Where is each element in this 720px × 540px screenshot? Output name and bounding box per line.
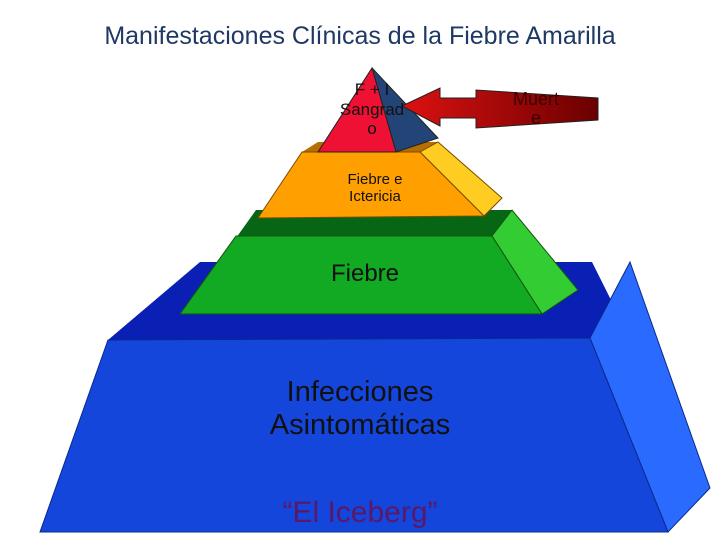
tier-fever-front (179, 235, 543, 315)
tier-apex-label-line-1: F + I (354, 80, 390, 99)
tier-fever-jaundice-label-line-1: Fiebre e (347, 171, 403, 188)
tier-asymptomatic-label-line-1: Infecciones (286, 376, 434, 408)
tier-fever-label-line-1: Fiebre (330, 260, 400, 287)
death-arrow-label-line-2: e (530, 107, 541, 128)
tier-apex-label-line-3: o (367, 119, 377, 139)
tier-asymptomatic-label-line-2: Asintomáticas (269, 409, 451, 442)
tier-fever-jaundice-label: Fiebre e Ictericia (320, 171, 430, 206)
death-arrow (400, 87, 599, 129)
tier-fever-jaundice-label-line-2: Ictericia (349, 188, 401, 206)
tier-apex (317, 66, 439, 153)
tier-apex-label-line-2: Sangrad (339, 99, 405, 119)
tier-apex-label: F + I Sangrad o (330, 80, 414, 139)
death-arrow-shape (400, 87, 599, 129)
tier-fever-label: Fiebre (290, 260, 440, 288)
iceberg-caption: “El Iceberg” (282, 496, 438, 529)
tier-asymptomatic-front (39, 337, 669, 533)
death-arrow-label: Muert e (496, 90, 576, 128)
tier-apex-front (317, 66, 397, 153)
page-title: Manifestaciones Clínicas de la Fiebre Am… (104, 22, 616, 50)
death-arrow-label-line-1: Muert (512, 89, 559, 109)
tier-asymptomatic-label: Infecciones Asintomáticas (230, 376, 490, 443)
